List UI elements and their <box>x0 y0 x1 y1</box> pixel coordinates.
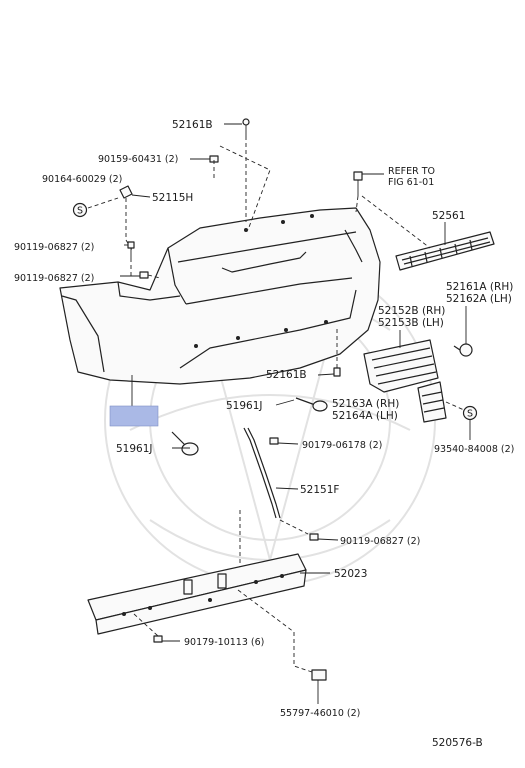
side-grille <box>363 339 439 393</box>
label-52023: 52023 <box>334 568 367 580</box>
s-marker-left: S <box>72 202 88 218</box>
label-93540: 93540-84008 (2) <box>434 444 514 455</box>
label-52161a: 52161A (RH) <box>446 281 513 293</box>
bumper-cover-highlight <box>109 405 159 427</box>
label-refer-line1: REFER TO <box>388 166 435 177</box>
clip-52115h <box>119 185 133 199</box>
tow-hook-left <box>171 431 199 456</box>
bolt-90119-a <box>127 241 135 258</box>
screw-52161b-top <box>242 118 250 136</box>
label-90119-a: 90119-06827 (2) <box>14 242 94 253</box>
grille-mesh <box>395 231 495 271</box>
label-52164a: 52164A (LH) <box>332 410 398 422</box>
label-90119-c: 90119-06827 (2) <box>340 536 420 547</box>
s-marker-right: S <box>462 405 478 421</box>
bumper-reinforcement <box>87 553 307 635</box>
label-52161b-lower: 52161B <box>266 369 307 381</box>
label-52153b: 52153B (LH) <box>378 317 444 329</box>
s-marker-right-text: S <box>467 409 473 420</box>
bolt-90119-b <box>139 271 149 279</box>
bolt-refer <box>353 171 363 196</box>
bolt-90119-c <box>309 533 319 541</box>
label-90179-10113: 90179-10113 (6) <box>184 637 264 648</box>
nut-90179-10113 <box>153 635 163 643</box>
label-51961j-b: 51961J <box>116 443 153 455</box>
label-90164: 90164-60029 (2) <box>42 174 122 185</box>
nut-90179-06178 <box>269 437 279 445</box>
label-90159: 90159-60431 (2) <box>98 154 178 165</box>
tow-hook-right <box>295 397 328 412</box>
label-90179-06178: 90179-06178 (2) <box>302 440 382 451</box>
label-90119-b: 90119-06827 (2) <box>14 273 94 284</box>
bumper-cover <box>59 207 381 385</box>
bumper-brace <box>243 427 281 519</box>
label-52152b: 52152B (RH) <box>378 305 445 317</box>
clip-55797 <box>311 669 327 681</box>
label-52162a: 52162A (LH) <box>446 293 512 305</box>
label-52115h: 52115H <box>152 192 193 204</box>
diagram-id: 520576-B <box>432 737 483 749</box>
side-cover <box>417 381 447 423</box>
label-52161b-top: 52161B <box>172 119 213 131</box>
s-marker-left-text: S <box>77 206 83 217</box>
label-52163a: 52163A (RH) <box>332 398 399 410</box>
label-refer-line2: FIG 61-01 <box>388 177 434 188</box>
label-55797: 55797-46010 (2) <box>280 708 360 719</box>
retainer-clip-52161a <box>453 343 473 357</box>
screw-52161b-lower <box>333 367 341 377</box>
label-52151f: 52151F <box>300 484 339 496</box>
label-51961j-a: 51961J <box>226 400 263 412</box>
label-52561: 52561 <box>432 210 465 222</box>
